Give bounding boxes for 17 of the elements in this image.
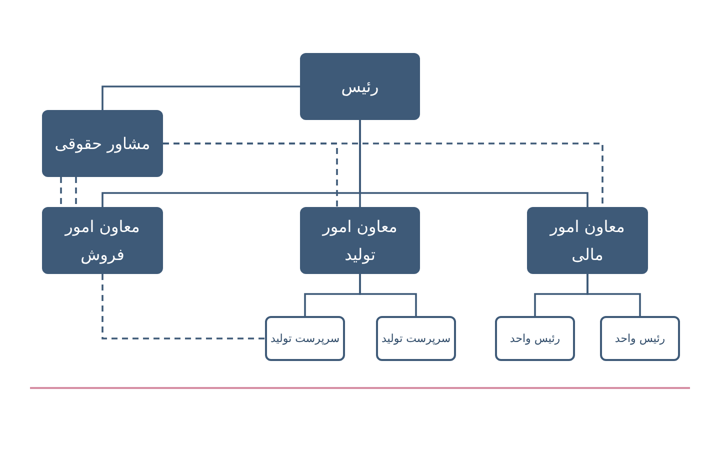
position-box: مشاور حقوقی <box>42 110 163 177</box>
dashed-line <box>163 142 338 207</box>
dashed-line <box>102 274 265 340</box>
position-box: رئیس واحد <box>495 316 575 361</box>
position-box: سرپرست تولید <box>376 316 456 361</box>
position-box: معاون امور تولید <box>300 207 420 274</box>
dashed-line <box>60 177 62 207</box>
position-box: معاون امور مالی <box>527 207 648 274</box>
connector-line <box>102 120 361 207</box>
connector-line <box>304 274 361 316</box>
position-box: معاون امور فروش <box>42 207 163 274</box>
position-box: رئیس <box>300 53 420 120</box>
dashed-line <box>75 177 77 207</box>
connector-line <box>534 274 588 316</box>
connector-line <box>102 86 300 110</box>
position-box: رئیس واحد <box>600 316 680 361</box>
position-box: سرپرست تولید <box>265 316 345 361</box>
